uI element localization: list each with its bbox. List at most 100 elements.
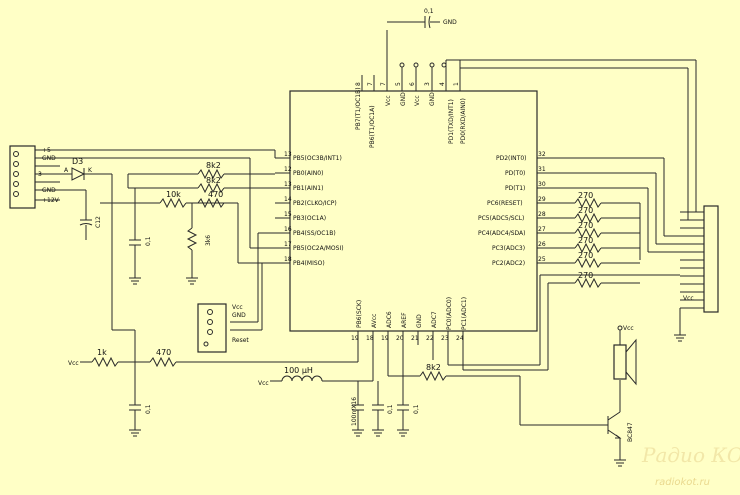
- pin-left-num-3: 13: [284, 181, 292, 188]
- mcu-right-pins: PD2(INT0) PD(T0) PD(T1) PC6(RESET) PC5(A…: [478, 151, 552, 267]
- watermark-title: Радио КОТ: [641, 443, 740, 467]
- pin-left-7: PB5(OC2A/MOSI): [293, 245, 344, 252]
- pin-bottom-num-3: 19: [381, 335, 389, 342]
- pin-bottom-num-5: 21: [411, 335, 419, 342]
- pin-right-num-1: 32: [538, 151, 546, 158]
- conn-left-label-7: +12V: [42, 197, 60, 204]
- pin-right-num-2: 31: [538, 166, 546, 173]
- vcc-label-2: Vcc: [258, 380, 269, 387]
- pin-right-4: PC6(RESET): [487, 200, 523, 207]
- connector-left: +5 GND 3 GND +12V: [9, 145, 60, 209]
- inductor-value: 100 µH: [284, 366, 313, 375]
- watermark-url: radiokot.ru: [655, 477, 710, 488]
- pin-pb7: PB7(T1/OC1B): [355, 87, 362, 130]
- r-470-bottom-value: 470: [156, 348, 171, 357]
- diode-d3: D3 A K: [64, 157, 93, 181]
- wires-right-top: [446, 59, 697, 260]
- conn-left-label-2: GND: [42, 155, 56, 162]
- pin-pb6: PB6(T1/OC1A): [369, 105, 376, 148]
- diode-cathode: K: [88, 167, 93, 174]
- pin-right-num-7: 26: [538, 241, 546, 248]
- speaker-vcc: Vcc: [623, 325, 634, 332]
- pin-bottom-5: GND: [416, 314, 423, 328]
- resistor-8k2-top: 8k2 8k2 470: [127, 161, 275, 209]
- pin-right-7: PC3(ADC3): [492, 245, 525, 252]
- r270-4: 270: [578, 236, 593, 245]
- pin-left-num-5: 15: [284, 211, 292, 218]
- pin-bottom-4: AREF: [401, 312, 408, 328]
- r-10k-value: 10k: [166, 190, 181, 199]
- pin-vcc-top-1: Vcc: [385, 95, 392, 106]
- resistor-10k: 10k: [100, 190, 198, 209]
- pin-bottom-num-4: 20: [396, 335, 404, 342]
- cap-top-gnd: GND: [443, 19, 457, 26]
- pin-left-num-4: 14: [284, 196, 292, 203]
- pin-num-6: 6: [409, 82, 416, 86]
- conn-left-label-1: +5: [42, 147, 51, 154]
- diode-label: D3: [72, 157, 83, 166]
- cap-01-c-value: 0,1: [387, 404, 394, 414]
- pin-bottom-num-8: 24: [456, 335, 464, 342]
- r-8k2-top-value: 8k2: [206, 161, 221, 170]
- wires-mid: [230, 158, 275, 331]
- top-rail-marks: [399, 62, 447, 75]
- r-8k2-bottom-value: 8k2: [426, 363, 441, 372]
- pin-bottom-3: ADC6: [386, 311, 393, 328]
- pin-gnd-top-2: GND: [429, 92, 436, 106]
- c12-label: C12: [95, 216, 102, 228]
- pin-bottom-8: PC1(ADC1): [461, 297, 468, 330]
- pin-left-5: PB3(OC1A): [293, 215, 326, 222]
- cap-100n-value: 100n/X16: [351, 397, 358, 426]
- pin-num-5: 5: [395, 82, 402, 86]
- cap-01-a: 0,1: [129, 188, 152, 285]
- pin-right-2: PD(T0): [505, 170, 525, 177]
- pin-right-num-6: 27: [538, 226, 546, 233]
- pin-left-num-1: 13: [284, 151, 292, 158]
- r270-5: 270: [578, 251, 593, 260]
- conn-left-label-5: 3: [38, 171, 42, 178]
- pin-right-num-8: 25: [538, 256, 546, 263]
- pin-left-6: PB4(SS/OC1B): [293, 230, 336, 237]
- pin-bottom-num-2: 18: [366, 335, 374, 342]
- r-1k-value: 1k: [97, 348, 107, 357]
- pin-right-6: PC4(ADC4/SDA): [478, 230, 526, 237]
- cap-top-value: 0,1: [424, 8, 434, 15]
- pin-left-num-7: 17: [284, 241, 292, 248]
- pin-left-4: PB2(CLKO/ICP): [293, 200, 337, 207]
- supply-bottom: Vcc 1k 470 0,1: [68, 345, 359, 437]
- cap-c12: C12: [79, 215, 102, 240]
- pin-bottom-2: AVcc: [371, 314, 378, 328]
- mcu-top-pins: PB7(T1/OC1B) PB6(T1/OC1A) Vcc GND Vcc GN…: [355, 30, 467, 148]
- resistors-270: 270 270 270 270 270 270: [548, 191, 640, 289]
- vcc-label-1: Vcc: [68, 360, 79, 367]
- r-8k2-mid-value: 8k2: [206, 176, 221, 185]
- cap-01-a-value: 0,1: [145, 236, 152, 246]
- r270-1: 270: [578, 191, 593, 200]
- trimmer-value: 3k6: [205, 235, 212, 246]
- transistor-label: BC847: [627, 422, 634, 442]
- pin-bottom-num-6: 22: [426, 335, 434, 342]
- pin-pd0: PD0(RXD/AIN0): [460, 98, 467, 144]
- pin-left-num-8: 18: [284, 256, 292, 263]
- pin-left-num-6: 16: [284, 226, 292, 233]
- pin-num-1: 1: [453, 82, 460, 86]
- transistor-speaker: BC847 Vcc: [607, 325, 637, 467]
- connector-right: Vcc: [674, 205, 719, 342]
- pin-num-3: 3: [424, 82, 431, 86]
- pin-vcc-top-2: Vcc: [414, 95, 421, 106]
- cap-01-b-value: 0,1: [145, 404, 152, 414]
- pin-right-5: PC5(ADC5/SCL): [478, 215, 524, 222]
- cap-top: 0,1 GND: [387, 8, 457, 29]
- pin-left-3: PB1(AIN1): [293, 185, 323, 192]
- trimmer-3k6: 3k6: [186, 203, 212, 285]
- pin-left-1: PB5(OC3B/INT1): [293, 155, 342, 162]
- pin-num-8: 8: [355, 82, 362, 86]
- r270-3: 270: [578, 221, 593, 230]
- pin-right-num-5: 28: [538, 211, 546, 218]
- pin-gnd-top-1: GND: [400, 92, 407, 106]
- aref-section: 0,1 8k2: [387, 345, 608, 437]
- pin-num-7a: 7: [367, 82, 374, 86]
- pin-right-num-4: 29: [538, 196, 546, 203]
- pin-bottom-num-7: 23: [441, 335, 449, 342]
